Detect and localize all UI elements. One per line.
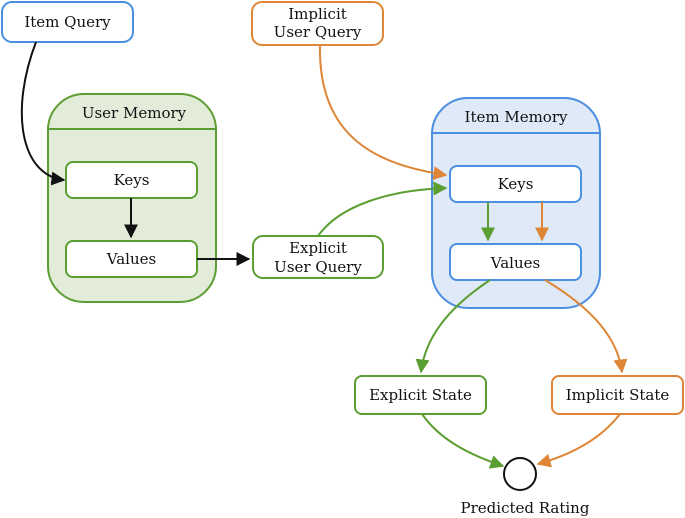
- implicit-user-query-label-line2: User Query: [274, 23, 362, 41]
- arrow-item-query-to-user-keys: [20, 41, 66, 186]
- user-memory-keys-node: Keys: [65, 161, 198, 199]
- item-memory-keys-label: Keys: [498, 175, 534, 193]
- arrow-item-values-to-explicit-state: [415, 279, 491, 374]
- item-query-node: Item Query: [1, 1, 134, 43]
- explicit-user-query-node: Explicit User Query: [252, 235, 384, 279]
- item-query-label: Item Query: [24, 13, 111, 31]
- user-memory-values-node: Values: [65, 240, 198, 278]
- item-memory-keys-node: Keys: [449, 165, 582, 203]
- user-memory-values-label: Values: [106, 250, 156, 268]
- explicit-user-query-label-line2: User Query: [274, 258, 362, 276]
- implicit-state-label: Implicit State: [566, 386, 670, 404]
- predicted-rating-node: Predicted Rating: [461, 457, 590, 517]
- explicit-state-node: Explicit State: [354, 375, 487, 415]
- implicit-user-query-node: Implicit User Query: [251, 1, 384, 46]
- implicit-user-query-label-line1: Implicit: [288, 5, 347, 23]
- implicit-state-node: Implicit State: [551, 375, 684, 415]
- item-memory-title: Item Memory: [465, 108, 568, 126]
- arrow-explicit-state-to-rating: [421, 413, 505, 469]
- explicit-user-query-label-line1: Explicit: [289, 239, 347, 257]
- user-memory-keys-label: Keys: [114, 171, 150, 189]
- user-memory-title: User Memory: [82, 104, 187, 122]
- arrow-explicit-query-to-item-keys: [317, 181, 448, 237]
- arrow-implicit-state-to-rating: [536, 413, 621, 468]
- arrow-item-values-to-implicit-state: [544, 279, 628, 374]
- predicted-rating-label: Predicted Rating: [461, 499, 590, 517]
- predicted-rating-circle: [503, 457, 537, 491]
- item-memory-values-node: Values: [449, 243, 582, 281]
- item-memory-values-label: Values: [490, 254, 540, 272]
- arrow-implicit-query-to-item-keys: [318, 44, 448, 181]
- explicit-state-label: Explicit State: [369, 386, 472, 404]
